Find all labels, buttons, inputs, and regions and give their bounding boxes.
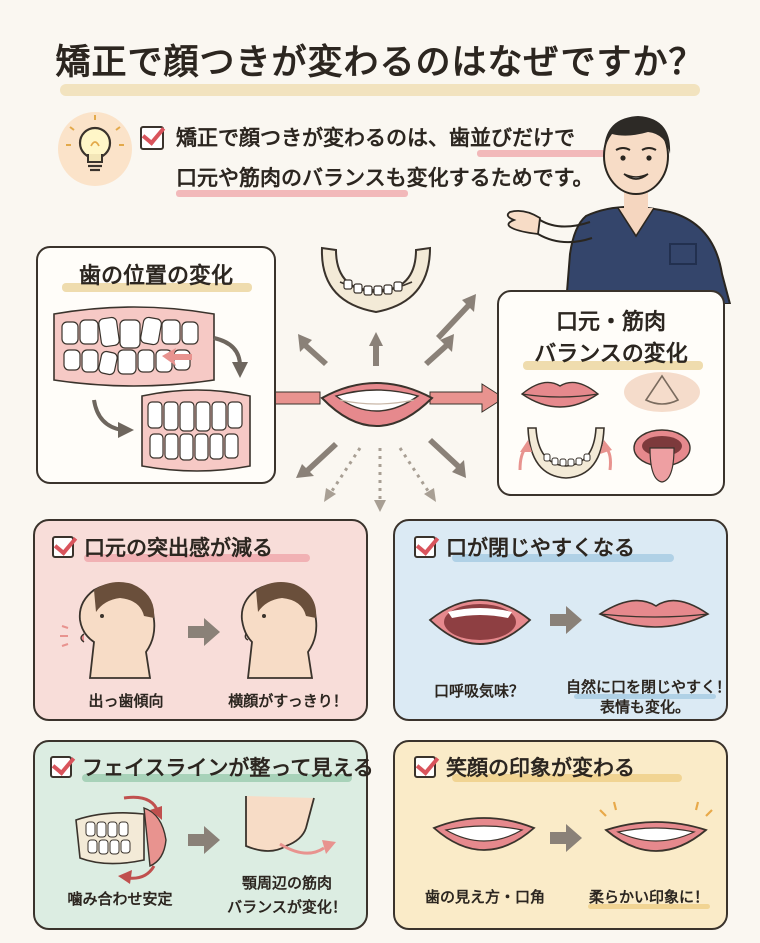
panel-smile-before-caption: 歯の見え方・口角 [424, 888, 545, 906]
title-highlight [452, 774, 682, 782]
title-highlight [82, 774, 352, 782]
panel-smile-after-caption: 柔らかい印象に！ [588, 888, 709, 906]
lips-icon [520, 381, 600, 408]
panel-face-title: フェイスラインが整って見える [82, 756, 374, 780]
panel-face-after-caption-line-1: 顎周辺の筋肉 [241, 874, 332, 892]
jaw-bone-icon [320, 246, 432, 314]
highlight-underline [477, 150, 607, 157]
muscle-box-title-line-2: バランスの変化 [534, 342, 688, 367]
panel-mouth-heading: 口元の突出感が減る [52, 532, 273, 562]
title-highlight [62, 283, 252, 292]
lightbulb-icon [58, 112, 132, 186]
open-mouth-icon [428, 599, 532, 645]
smile-before-icon [432, 817, 536, 851]
panel-close-after-caption-line-2: 表情も変化。 [599, 698, 690, 716]
center-diagram [245, 246, 505, 512]
smile-after-icon [599, 801, 713, 852]
check-icon [50, 756, 72, 778]
teeth-before-after-illustration [53, 306, 251, 472]
smile-before-after-illustration [432, 801, 713, 852]
tongue-icon [633, 429, 691, 483]
title-highlight [523, 361, 703, 370]
teeth-box-title: 歯の位置の変化 [78, 264, 233, 289]
jaw-before-after-illustration [75, 795, 336, 884]
panel-mouth-before-caption: 出っ歯傾向 [88, 692, 164, 710]
intro-line-2: 口元や筋肉のバランスも変化するためです。 [176, 166, 594, 190]
closed-lips-icon [598, 599, 710, 628]
caption-highlight [574, 694, 716, 699]
doctor-illustration [506, 116, 732, 304]
panel-smile-heading: 笑顔の印象が変わる [414, 752, 635, 782]
title-highlight [84, 554, 310, 562]
intro-line-1: 矯正で顔つきが変わるのは、歯並びだけで [176, 126, 575, 150]
panel-face-before-caption: 噛み合わせ安定 [67, 890, 173, 908]
muscle-illustrations [518, 372, 700, 483]
panel-mouth-title: 口元の突出感が減る [84, 536, 273, 560]
panel-mouth-after-caption: 横顔がすっきり！ [228, 692, 348, 710]
jaw-bone-icon [518, 427, 612, 479]
jaw-bite-icon [75, 795, 167, 884]
caption-highlight [588, 904, 710, 909]
panel-smile-title: 笑顔の印象が変わる [446, 756, 635, 780]
muscle-box-title-line-1: 口元・筋肉 [555, 310, 666, 335]
nose-icon [624, 372, 700, 412]
profile-before-after-illustration [60, 582, 318, 679]
panel-close-after-caption-line-1: 自然に口を閉じやすく！ [566, 678, 732, 696]
panel-close-heading: 口が閉じやすくなる [414, 532, 635, 562]
chin-profile-icon [245, 796, 336, 855]
check-icon [414, 756, 436, 778]
profile-face-before-icon [60, 582, 156, 679]
panel-close-title: 口が閉じやすくなる [446, 536, 635, 560]
profile-face-after-icon [240, 582, 318, 679]
check-icon [52, 536, 74, 558]
title-underline [60, 84, 700, 96]
check-icon [414, 536, 436, 558]
panel-face-heading: フェイスラインが整って見える [50, 752, 374, 782]
lips-before-after-illustration [428, 599, 710, 645]
title-highlight [452, 554, 674, 562]
panel-close-before-caption: 口呼吸気味？ [433, 682, 524, 700]
smiling-mouth-icon [320, 382, 434, 427]
page-title: 矯正で顔つきが変わるのはなぜですか？ [55, 43, 705, 83]
check-icon [140, 126, 164, 150]
highlight-underline [176, 190, 408, 197]
panel-face-after-caption-line-2: バランスが変化！ [227, 898, 347, 916]
